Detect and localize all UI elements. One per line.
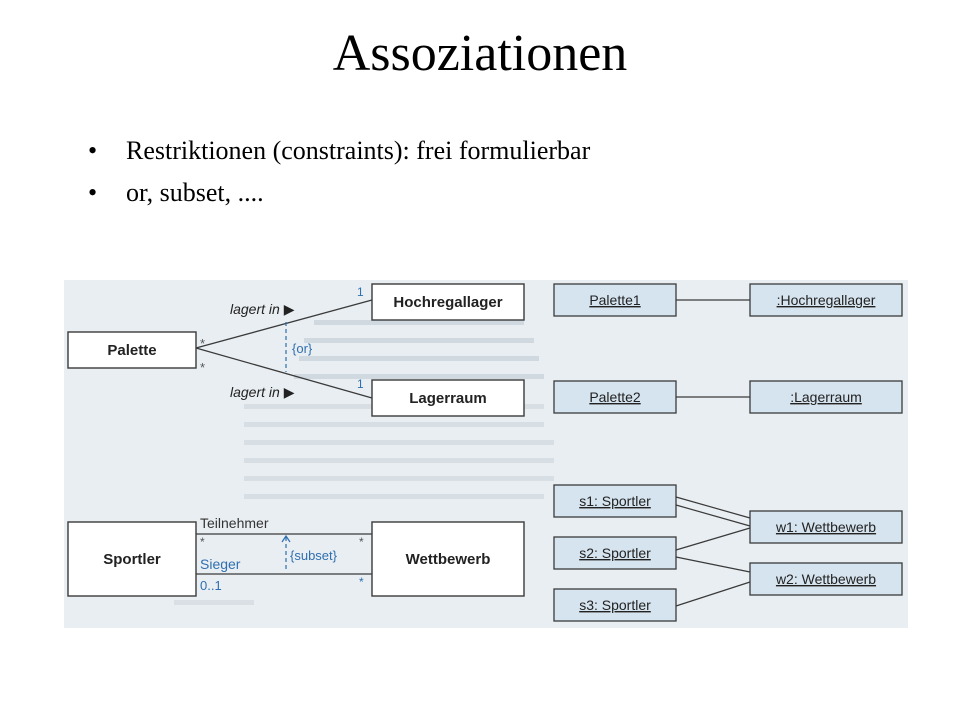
object-s3-box [553,588,677,622]
mult-right-teilnehmer: * [359,535,364,549]
object-s2-box [553,536,677,570]
uml-figure: Palette Hochregallager Lagerraum lagert … [64,280,908,628]
object-w2: w2: Wettbewerb [775,571,876,587]
slide-title: Assoziationen [332,25,628,82]
role-teilnehmer: Teilnehmer [200,515,269,531]
bottom-object-links [675,496,751,607]
mult-one-lagerraum: 1 [357,377,364,391]
object-s3: s3: Sportler [579,597,651,613]
object-palette2-box [553,380,677,414]
bullet-item: • Restriktionen (constraints): frei form… [88,136,590,178]
object-palette1-box [553,283,677,317]
mult-left-sieger: 0..1 [200,578,222,593]
class-palette-box [67,331,197,369]
class-lagerraum: Lagerraum [409,390,487,407]
subset-constraint: {subset} [290,548,338,563]
class-hochregallager: Hochregallager [393,294,502,311]
mult-many-bottom: * [200,360,205,375]
bullet-text: or, subset, .... [126,178,264,207]
object-lagerraum-box [749,380,903,414]
class-wettbewerb-box [371,521,525,597]
object-s2: s2: Sportler [579,545,651,561]
object-palette2: Palette2 [589,389,641,405]
class-lagerraum-box [371,379,525,417]
bullet-marker: • [88,136,98,165]
uml-diagram: Palette Hochregallager Lagerraum lagert … [64,280,908,628]
bottom-associations [196,533,372,575]
object-w2-box [749,562,903,596]
object-hochregallager-box [749,283,903,317]
mult-left-teilnehmer: * [200,535,205,549]
class-sportler-box [67,521,197,597]
bullet-text: Restriktionen (constraints): frei formul… [126,136,591,165]
assoc-label-lagert-in-2: lagert in ▶ [230,384,295,400]
class-palette: Palette [107,342,156,359]
bullet-marker: • [88,178,98,207]
object-palette1: Palette1 [589,292,641,308]
bullet-item: • or, subset, .... [88,178,590,220]
object-hochregallager: :Hochregallager [777,292,876,308]
object-lagerraum: :Lagerraum [790,389,862,405]
object-s1: s1: Sportler [579,493,651,509]
mult-right-sieger: * [359,575,364,589]
bullet-list: • Restriktionen (constraints): frei form… [88,136,590,220]
top-object-links [676,299,750,398]
mult-one-hochregallager: 1 [357,285,364,299]
class-hochregallager-box [371,283,525,321]
top-associations [195,299,373,399]
role-sieger: Sieger [200,556,241,572]
or-constraint: {or} [292,341,313,356]
object-s1-box [553,484,677,518]
object-w1: w1: Wettbewerb [775,519,876,535]
object-w1-box [749,510,903,544]
class-sportler: Sportler [103,551,161,568]
assoc-label-lagert-in-1: lagert in ▶ [230,301,295,317]
mult-many-top: * [200,336,205,351]
class-wettbewerb: Wettbewerb [406,551,491,568]
subset-arrow-icon [281,534,291,543]
